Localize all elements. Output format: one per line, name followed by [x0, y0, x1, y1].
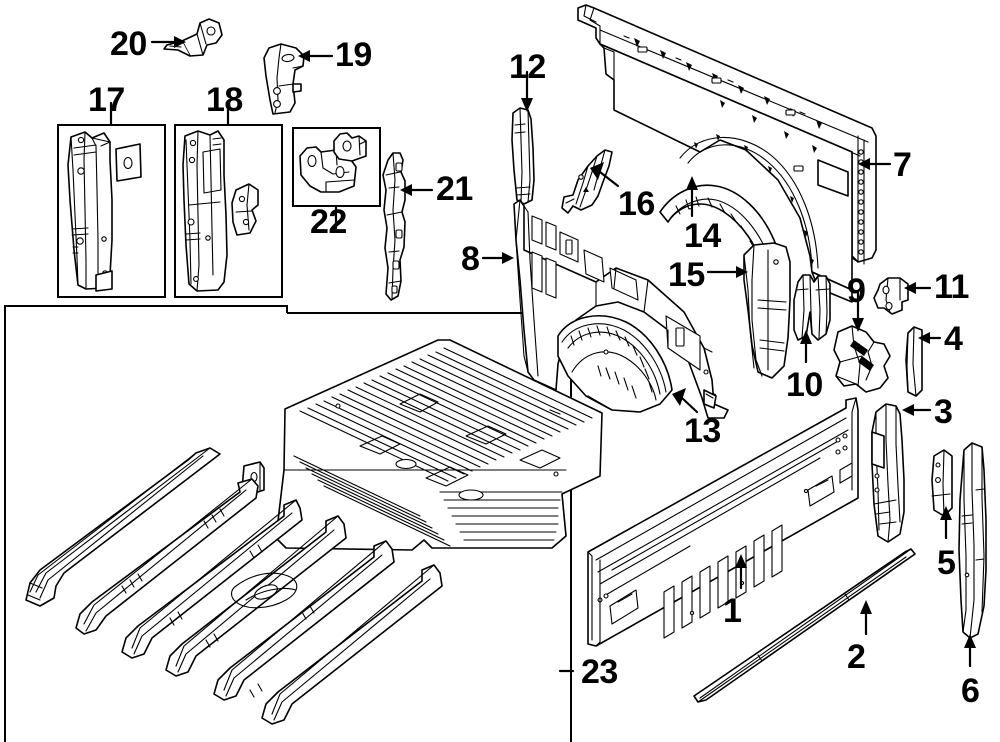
part-6-rear-vertical-pillar-rail [958, 442, 987, 639]
callout-number-18: 18 [206, 81, 243, 119]
callout-number-19: 19 [335, 36, 372, 74]
callout-number-7: 7 [893, 146, 912, 184]
callout-number-3: 3 [934, 393, 953, 431]
part-12-vertical-stiffener [511, 107, 535, 205]
part-7-bed-outer-side-panel [577, 4, 877, 303]
part-17-pillar-assembly [67, 131, 142, 292]
part-16-upper-reinforcement [561, 149, 613, 214]
callout-number-21: 21 [436, 170, 473, 208]
part-11-corner-bracket [873, 277, 909, 315]
part-5-corner-gusset-bracket [931, 449, 953, 517]
part-9-inner-bracket [833, 325, 891, 393]
group-box-18 [174, 101, 283, 298]
group-box-22 [292, 127, 381, 230]
callout-number-12: 12 [509, 48, 546, 86]
part-3-rear-corner-pillar [871, 403, 905, 543]
callout-number-2: 2 [847, 638, 866, 676]
part-10-stake-pocket-reinforcement [793, 274, 831, 341]
leader-lines [150, 36, 976, 668]
callout-number-22: 22 [310, 203, 347, 241]
part-2-bed-side-moulding-rod [693, 548, 916, 703]
callout-number-16: 16 [618, 185, 655, 223]
part-15-rear-inner-gusset [743, 242, 791, 379]
callout-number-15: 15 [668, 256, 705, 294]
callout-number-9: 9 [847, 272, 866, 310]
part-8-bed-inner-side-panel [513, 199, 729, 419]
part-21-vertical-rail [382, 152, 406, 301]
bed-floor-panel [275, 339, 603, 551]
callout-number-23: 23 [581, 653, 618, 691]
part-13-wheelhouse-inner-panel [557, 315, 673, 413]
callout-number-5: 5 [937, 544, 956, 582]
part-1-bed-front-panel [587, 397, 859, 647]
callout-number-1: 1 [723, 592, 742, 630]
part-4-small-reinforcement-bracket [905, 326, 923, 397]
callout-number-8: 8 [461, 240, 480, 278]
callout-number-13: 13 [684, 412, 721, 450]
callout-number-11: 11 [934, 268, 969, 306]
part-18-pillar-assembly [182, 130, 259, 292]
callout-number-14: 14 [684, 217, 721, 255]
callout-number-17: 17 [88, 81, 125, 119]
callout-number-6: 6 [961, 672, 980, 710]
part-19-hinge-bracket [263, 43, 305, 115]
callout-number-20: 20 [110, 25, 147, 63]
part-22-latch-hardware [299, 132, 367, 193]
floor-cross-rails [25, 447, 443, 725]
part-20-bolt-stud [163, 18, 223, 57]
callout-number-4: 4 [944, 320, 963, 358]
group-box-17 [57, 101, 166, 298]
callout-number-10: 10 [786, 366, 823, 404]
